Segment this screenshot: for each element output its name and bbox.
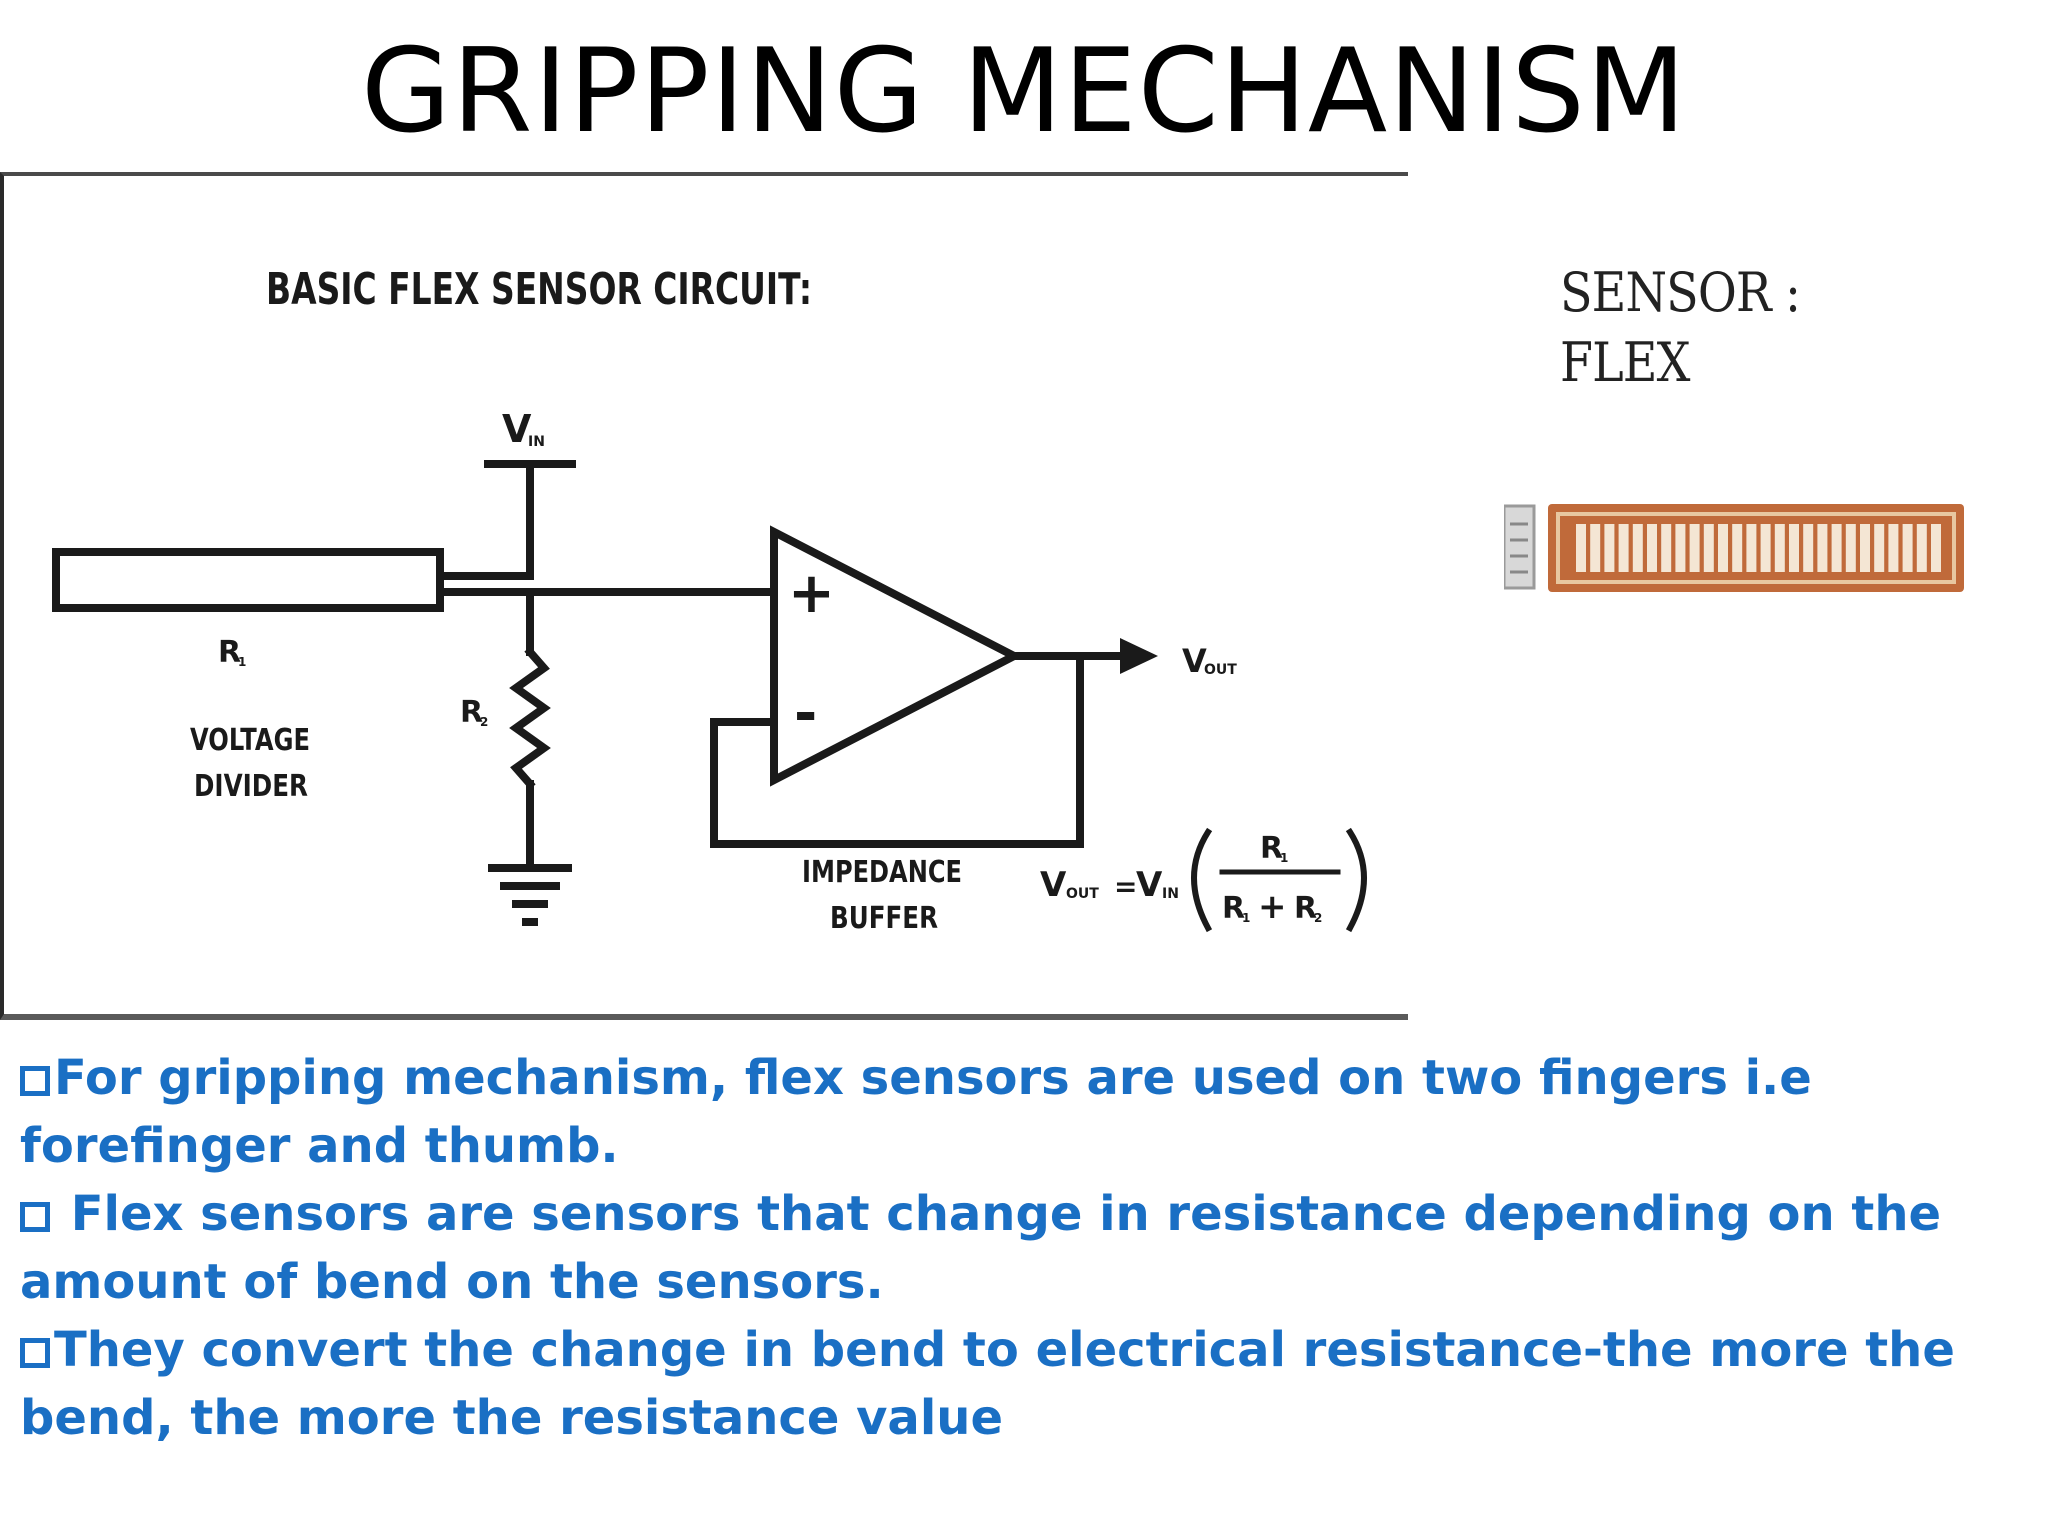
- formula-vout: V: [1040, 865, 1067, 905]
- circuit-heading: BASIC FLEX SENSOR CIRCUIT:: [266, 264, 812, 315]
- vin-label: V: [502, 407, 532, 451]
- bullet-text-1: For gripping mechanism, flex sensors are…: [20, 1050, 1812, 1174]
- bullet-item-1: For gripping mechanism, flex sensors are…: [20, 1044, 2020, 1180]
- sensor-grid-segment: [1931, 524, 1941, 572]
- sensor-grid-segment: [1803, 524, 1814, 572]
- formula-equals: =: [1114, 870, 1137, 903]
- sensor-grid-segment: [1604, 524, 1615, 572]
- sensor-grid-segment: [1902, 524, 1913, 572]
- voltage-divider-line1: VOLTAGE: [190, 723, 310, 758]
- sensor-grid-segment: [1789, 524, 1799, 572]
- vout-subscript: OUT: [1204, 662, 1237, 678]
- sensor-grid-segment: [1661, 524, 1672, 572]
- vin-subscript: IN: [528, 434, 545, 450]
- r1-subscript: 1: [238, 655, 246, 669]
- formula-denominator-a-sub: 1: [1242, 911, 1250, 925]
- bullet-text-2: Flex sensors are sensors that change in …: [20, 1186, 1942, 1310]
- opamp-plus: +: [788, 561, 835, 626]
- sensor-grid-segment: [1746, 524, 1757, 572]
- slide-title: GRIPPING MECHANISM: [360, 24, 1687, 159]
- sensor-grid-segment: [1760, 524, 1771, 572]
- bullet-text-3: They convert the change in bend to elect…: [20, 1322, 1955, 1446]
- formula-vout-sub: OUT: [1066, 886, 1099, 902]
- formula-denominator-a: R: [1222, 891, 1245, 926]
- r2-label: R: [460, 695, 483, 730]
- sensor-title: SENSOR : FLEX: [1560, 261, 1801, 394]
- impedance-buffer-line1: IMPEDANCE: [802, 855, 962, 890]
- sensor-grid-segment: [1675, 524, 1686, 572]
- flex-sensor-image: [1504, 504, 1964, 592]
- checkbox-bullet-icon: [20, 1066, 50, 1096]
- sensor-grid-segment: [1703, 524, 1714, 572]
- formula-vin: V: [1136, 865, 1163, 905]
- formula-paren-left: [1191, 827, 1213, 933]
- formula-numerator-sub: 1: [1280, 851, 1288, 865]
- formula-denominator-b: R: [1294, 891, 1317, 926]
- sensor-grid-segment: [1576, 524, 1586, 572]
- bullet-list: For gripping mechanism, flex sensors are…: [20, 1044, 2020, 1452]
- output-arrow: [1120, 638, 1158, 674]
- sensor-grid-segment: [1845, 524, 1856, 572]
- voltage-divider-line2: DIVIDER: [194, 769, 308, 804]
- sensor-grid-segment: [1874, 524, 1885, 572]
- circuit-svg: BASIC FLEX SENSOR CIRCUIT: V IN R 1 VOLT…: [52, 264, 1367, 936]
- resistor-r2: [509, 646, 551, 790]
- sensor-grid-segment: [1732, 524, 1743, 572]
- sensor-grid-segment: [1860, 524, 1870, 572]
- formula-numerator: R: [1260, 831, 1283, 866]
- sensor-grid-segment: [1888, 524, 1899, 572]
- impedance-buffer-line2: BUFFER: [830, 901, 938, 936]
- checkbox-bullet-icon: [20, 1338, 50, 1368]
- r1-label: R: [218, 635, 241, 670]
- sensor-connector: [1504, 504, 1536, 590]
- checkbox-bullet-icon: [20, 1202, 50, 1232]
- opamp-minus: -: [794, 681, 817, 746]
- flex-resistor-r1: [52, 548, 444, 612]
- sensor-grid: [1576, 524, 1941, 572]
- r2-subscript: 2: [480, 715, 488, 729]
- formula-denominator-b-sub: 2: [1314, 911, 1322, 925]
- op-amp: [770, 525, 1023, 787]
- sensor-grid-segment: [1647, 524, 1657, 572]
- formula-plus: +: [1258, 887, 1287, 927]
- sensor-grid-segment: [1718, 524, 1728, 572]
- bullet-item-2: Flex sensors are sensors that change in …: [20, 1180, 2020, 1316]
- sensor-grid-segment: [1817, 524, 1828, 572]
- sensor-grid-segment: [1618, 524, 1629, 572]
- formula-vin-sub: IN: [1162, 886, 1179, 902]
- formula-paren-right: [1345, 827, 1367, 933]
- circuit-diagram: BASIC FLEX SENSOR CIRCUIT: V IN R 1 VOLT…: [0, 172, 1408, 1020]
- bullet-item-3: They convert the change in bend to elect…: [20, 1316, 2020, 1452]
- sensor-grid-segment: [1689, 524, 1700, 572]
- sensor-grid-segment: [1590, 524, 1601, 572]
- sensor-grid-segment: [1774, 524, 1785, 572]
- sensor-grid-segment: [1831, 524, 1842, 572]
- vout-label: V: [1182, 642, 1207, 680]
- sensor-grid-segment: [1632, 524, 1643, 572]
- sensor-grid-segment: [1916, 524, 1927, 572]
